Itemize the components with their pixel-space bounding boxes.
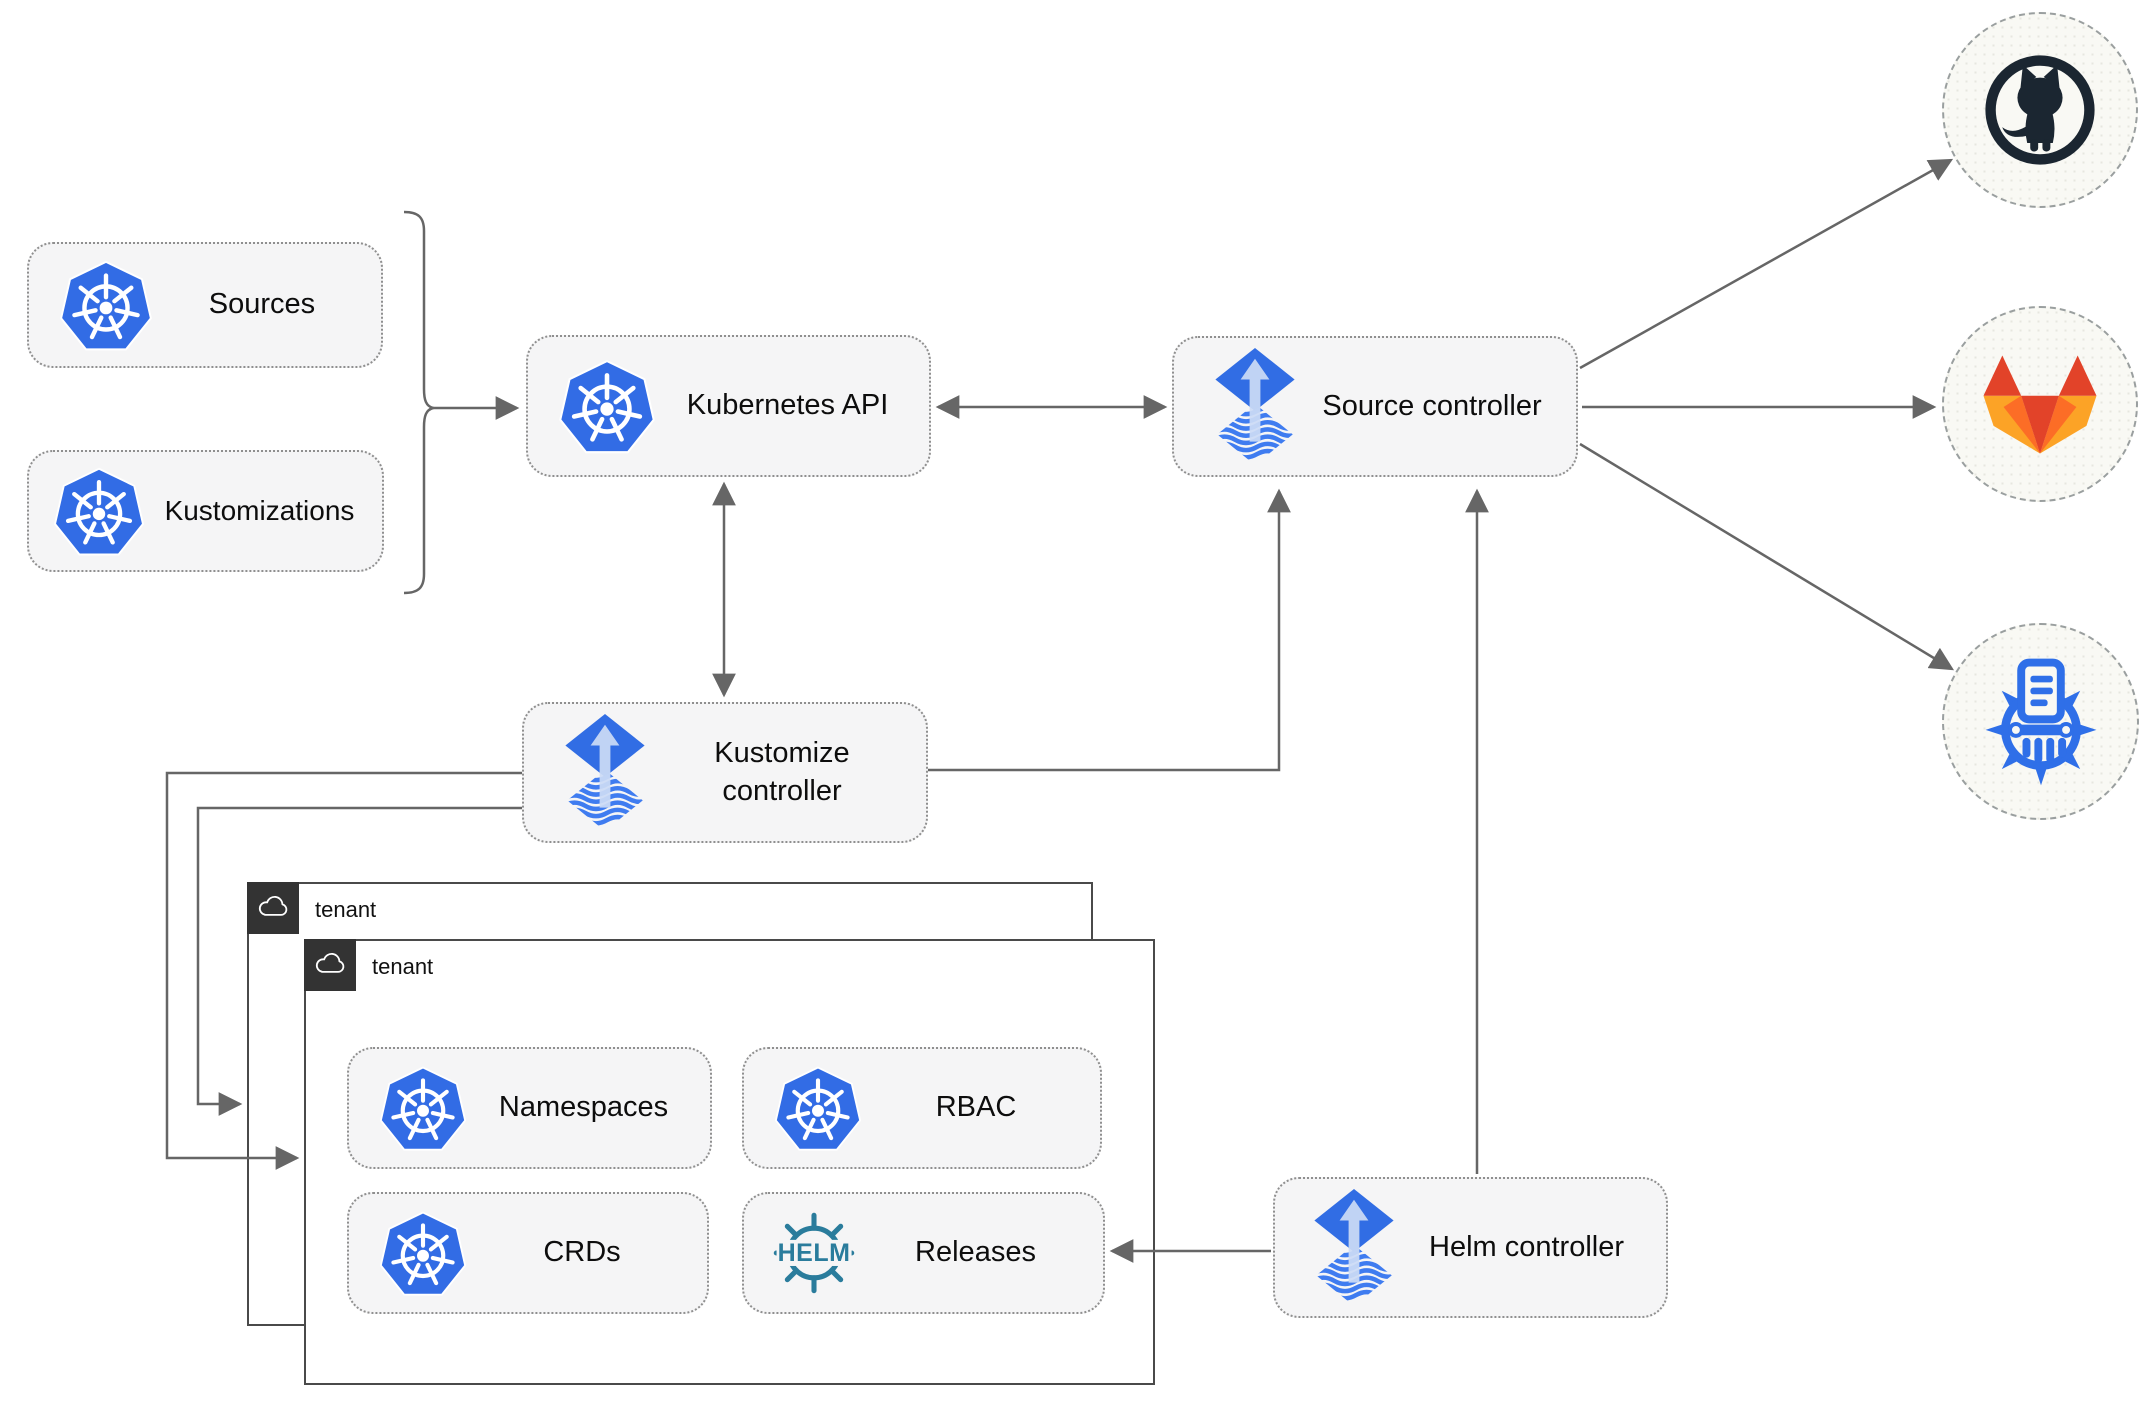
tenant-group-inner: tenant Namespaces RBAC CRDs HELM <box>303 938 1155 1385</box>
helm-icon: HELM <box>768 1207 860 1299</box>
node-label: Kustomize controller <box>714 737 850 807</box>
remote-github <box>1942 12 2138 208</box>
kubernetes-icon <box>57 256 155 354</box>
edge-kustomize-source <box>928 488 1291 772</box>
github-icon <box>1979 49 2101 171</box>
tenant-label: tenant <box>372 954 434 979</box>
kubernetes-icon <box>377 1062 469 1154</box>
node-label: Kubernetes API <box>686 389 889 422</box>
node-releases: HELM Releases <box>742 1192 1105 1314</box>
tenant-badge <box>303 938 356 991</box>
gitlab-icon <box>1977 348 2103 461</box>
node-sources: Sources <box>27 242 383 368</box>
flux-icon <box>560 714 650 831</box>
helm-wordmark: HELM <box>776 1238 852 1267</box>
kubernetes-icon <box>377 1207 469 1299</box>
node-rbac: RBAC <box>742 1047 1102 1169</box>
node-namespaces: Namespaces <box>347 1047 712 1169</box>
node-label: Kustomizations <box>164 495 355 527</box>
cloud-icon <box>255 894 291 921</box>
node-kubernetes-api: Kubernetes API <box>526 335 931 477</box>
node-kustomizations: Kustomizations <box>27 450 384 572</box>
node-label: CRDs <box>543 1236 621 1269</box>
edge-source-github <box>1579 158 1954 370</box>
cloud-icon <box>312 951 348 978</box>
remote-gitlab <box>1942 306 2138 502</box>
node-helm-controller: Helm controller <box>1273 1177 1668 1318</box>
edge-source-kustomize <box>1579 442 1955 671</box>
flux-icon <box>1309 1189 1399 1306</box>
remote-kustomize <box>1942 623 2139 820</box>
node-label: RBAC <box>935 1091 1017 1124</box>
tenant-label: tenant <box>315 897 377 922</box>
node-label: Namespaces <box>498 1091 669 1124</box>
kubernetes-icon <box>772 1062 864 1154</box>
node-crds: CRDs <box>347 1192 709 1314</box>
flux-icon <box>1210 348 1300 465</box>
node-kustomize-controller: Kustomize controller <box>522 702 928 843</box>
brace-sources-group <box>403 210 438 595</box>
node-label: Helm controller <box>1429 1230 1624 1263</box>
node-source-controller: Source controller <box>1172 336 1578 477</box>
tenant-badge <box>246 881 299 934</box>
node-label: Sources <box>208 288 316 321</box>
node-label: Releases <box>915 1236 1036 1269</box>
node-label: Source controller <box>1322 389 1542 422</box>
kubernetes-icon <box>556 355 658 457</box>
kustomize-wheel-icon <box>1975 656 2107 788</box>
kubernetes-icon <box>51 463 147 559</box>
